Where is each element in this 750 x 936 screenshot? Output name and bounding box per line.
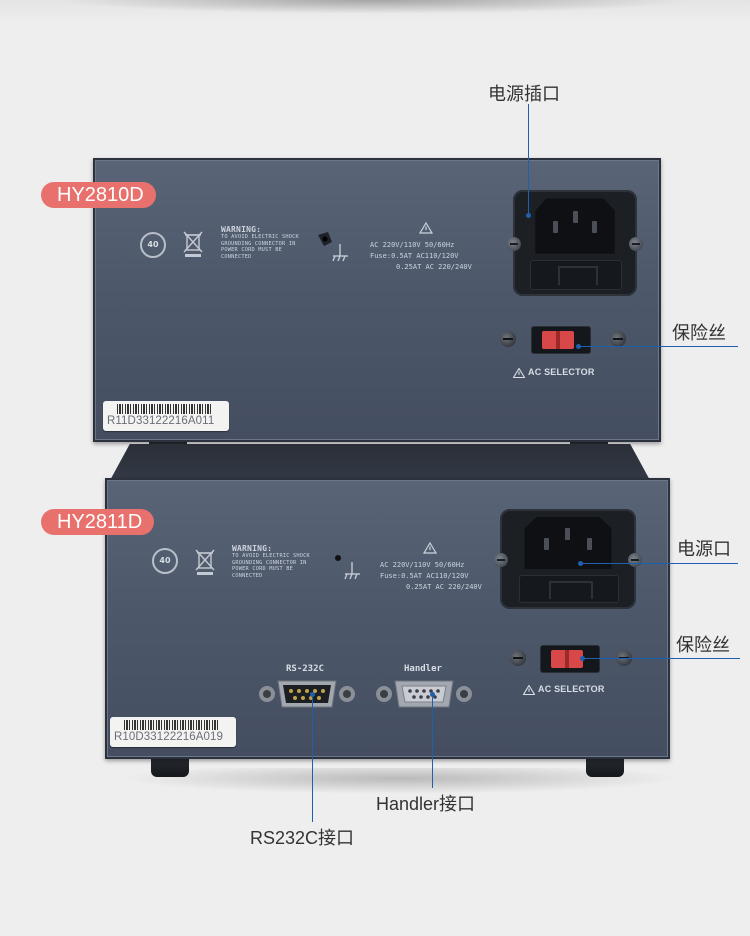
power-spec-line: AC 220V/110V 50/60Hz — [370, 241, 455, 249]
serial-number: R10D33122216A019 — [114, 731, 224, 743]
leader-dot — [526, 213, 531, 218]
caution-icon — [423, 542, 437, 554]
screw-icon — [628, 553, 642, 567]
iec-socket — [524, 517, 612, 569]
rs232-db9-connector — [259, 680, 355, 708]
leader-line — [528, 104, 529, 216]
warning-text: WARNING: TO AVOID ELECTRIC SHOCK GROUNDI… — [221, 225, 319, 260]
screw-icon — [507, 236, 521, 251]
serial-sticker: R10D33122216A019 — [110, 717, 236, 747]
power-inlet — [507, 190, 643, 296]
fuse-drawer — [530, 259, 622, 290]
power-spec-line: 0.25AT AC 220/240V — [396, 263, 472, 271]
ground-terminal-icon — [335, 555, 360, 580]
voltage-selector-switch — [531, 326, 591, 354]
lower-device-case-top — [108, 444, 652, 484]
weee-bin-icon — [195, 549, 215, 575]
leader-line — [578, 346, 738, 347]
leader-line — [580, 563, 738, 564]
leader-dot — [578, 561, 583, 566]
barcode — [117, 404, 213, 414]
rs232-port-label: RS-232C — [286, 664, 324, 674]
warning-line: GROUNDING CONNECTOR IN — [232, 559, 307, 566]
annotation-fuse: 保险丝 — [676, 635, 730, 655]
serial-number: R11D33122216A011 — [107, 415, 215, 427]
handler-port-label: Handler — [404, 664, 442, 674]
power-spec-line: 0.25AT AC 220/240V — [406, 583, 482, 591]
warning-title: WARNING: — [221, 225, 262, 234]
warning-line: CONNECTED — [232, 572, 263, 579]
power-inlet — [494, 509, 642, 609]
caution-icon — [419, 222, 433, 234]
leader-dot — [430, 692, 435, 697]
certification-icon: 40 — [140, 232, 166, 258]
annotation-power-inlet: 电源插口 — [488, 84, 560, 104]
device-foot — [586, 755, 624, 777]
annotation-fuse: 保险丝 — [672, 323, 726, 343]
top-shade — [0, 0, 750, 22]
weee-bin-icon — [183, 231, 203, 257]
leader-dot — [310, 692, 315, 697]
screw-icon — [510, 650, 526, 666]
power-spec-line: AC 220V/110V 50/60Hz — [380, 561, 465, 569]
handler-db9-connector — [376, 680, 472, 708]
ac-selector-label: AC SELECTOR — [523, 684, 605, 695]
warning-text: WARNING: TO AVOID ELECTRIC SHOCK GROUNDI… — [232, 544, 330, 579]
screw-icon — [494, 553, 508, 567]
leader-line — [582, 658, 740, 659]
annotation-rs232-port: RS232C接口 — [250, 828, 355, 848]
screw-icon — [610, 331, 626, 347]
warning-line: GROUNDING CONNECTOR IN — [221, 240, 296, 247]
power-spec-line: Fuse:0.5AT AC110/120V — [380, 572, 469, 580]
ac-selector-text: AC SELECTOR — [528, 367, 595, 377]
fuse-drawer — [519, 575, 619, 603]
leader-dot — [580, 656, 585, 661]
warning-line: POWER CORD MUST BE — [232, 566, 294, 573]
model-badge: HY2810D — [41, 182, 156, 208]
caution-icon — [523, 684, 535, 695]
annotation-power-port: 电源口 — [677, 539, 731, 559]
ground-terminal-icon — [318, 232, 348, 262]
certification-icon: 40 — [152, 548, 178, 574]
caution-icon — [513, 367, 525, 378]
warning-line: TO AVOID ELECTRIC SHOCK — [221, 234, 299, 240]
ac-selector-text: AC SELECTOR — [538, 684, 605, 694]
power-spec-line: Fuse:0.5AT AC110/120V — [370, 252, 459, 260]
model-badge: HY2811D — [41, 509, 155, 535]
annotation-handler-port: Handler接口 — [376, 794, 476, 814]
warning-line: CONNECTED — [221, 253, 252, 260]
warning-line: POWER CORD MUST BE — [221, 247, 283, 254]
leader-dot — [576, 344, 581, 349]
device-foot — [151, 755, 189, 777]
screw-icon — [629, 236, 643, 251]
leader-line — [312, 694, 313, 822]
iec-socket — [535, 198, 615, 254]
warning-title: WARNING: — [232, 544, 273, 553]
barcode — [124, 720, 220, 730]
serial-sticker: R11D33122216A011 — [103, 401, 229, 431]
warning-line: TO AVOID ELECTRIC SHOCK — [232, 553, 310, 559]
ac-selector-label: AC SELECTOR — [513, 367, 595, 378]
screw-icon — [500, 331, 516, 347]
leader-line — [432, 694, 433, 788]
voltage-selector-switch — [540, 645, 600, 673]
